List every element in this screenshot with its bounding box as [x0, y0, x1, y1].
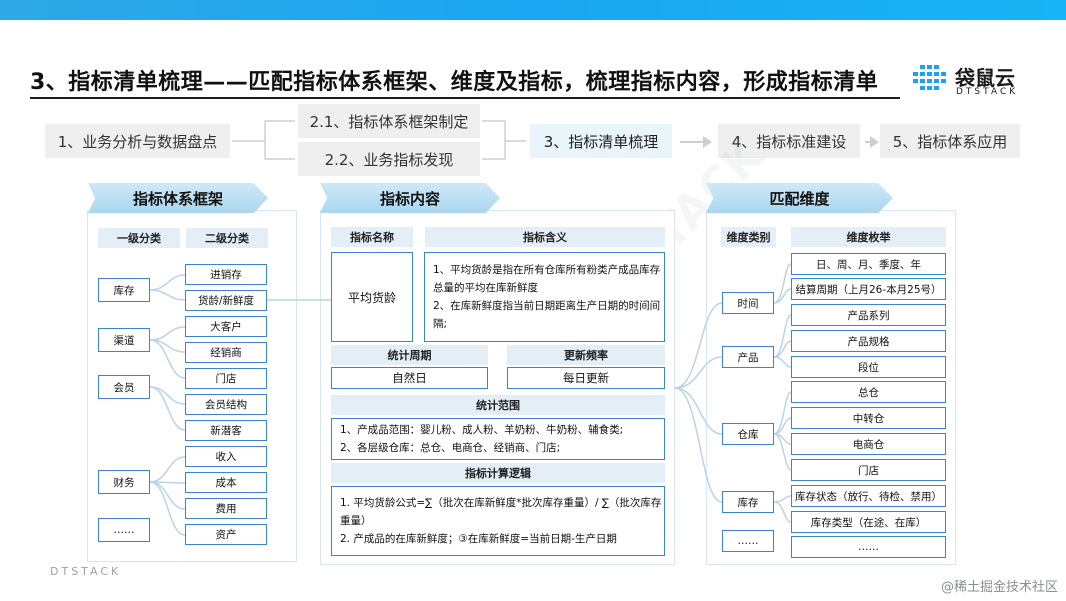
framework-level1-item: …… [98, 518, 150, 542]
dimension-value-item: 库存类型（在途、在库） [791, 511, 946, 533]
step-standard-building: 4、指标标准建设 [718, 124, 860, 158]
framework-level2-item: 货龄/新鲜度 [185, 290, 267, 311]
dimension-value-item: …… [791, 536, 946, 558]
dimension-value-item: 日、周、月、季度、年 [791, 253, 946, 275]
dimension-value-item: 库存状态（放行、待检、禁用） [791, 485, 946, 507]
dimension-category-item: 仓库 [722, 423, 774, 445]
scope-header: 统计范围 [331, 395, 665, 415]
framework-level1-item: 会员 [98, 375, 150, 399]
framework-level2-item: 新潜客 [185, 420, 267, 441]
dimension-value-item: 中转仓 [791, 407, 946, 429]
step-business-analysis: 1、业务分析与数据盘点 [45, 124, 230, 158]
step-system-application: 5、指标体系应用 [880, 124, 1020, 158]
page-title: 3、指标清单梳理——匹配指标体系框架、维度及指标，梳理指标内容，形成指标清单 [30, 70, 879, 95]
scope-line2: 2、各层级仓库：总仓、电商仓、经销商、门店; [340, 442, 561, 454]
indicator-meaning-line2: 2、在库新鲜度指当前日期距离生产日期的时间间隔; [433, 300, 661, 330]
dimension-value-item: 产品规格 [791, 330, 946, 352]
logic-line1: 1. 平均货龄公式=∑（批次在库新鲜度*批次库存重量）/ ∑（批次库存重量） [340, 497, 662, 527]
dimension-category-item: 库存 [722, 491, 774, 513]
footer-brand-watermark: DTSTACK [50, 565, 122, 578]
dimension-category-item: 产品 [722, 346, 774, 368]
top-accent-bar [0, 0, 1066, 20]
dimension-category-item: 时间 [722, 292, 774, 314]
framework-level1-header: 一级分类 [98, 228, 180, 248]
dimension-category-header: 维度类别 [721, 227, 776, 247]
indicator-name-header: 指标名称 [331, 227, 413, 247]
period-value: 自然日 [331, 367, 488, 389]
dimension-category-item: …… [722, 530, 774, 552]
dimension-value-item: 结算周期（上月26-本月25号） [791, 278, 946, 300]
logic-line2: 2. 产成品的在库新鲜度；③在库新鲜度=当前日期-生产日期 [340, 533, 617, 545]
dimension-value-item: 总仓 [791, 381, 946, 403]
framework-panel-head: 指标体系框架 [88, 183, 268, 213]
framework-level1-item: 渠道 [98, 328, 150, 352]
logo-mark-icon [913, 65, 946, 90]
scope-box: 1、产成品范围：婴儿粉、成人粉、羊奶粉、牛奶粉、辅食类; 2、各层级仓库：总仓、… [331, 418, 665, 460]
dimension-panel-head: 匹配维度 [706, 183, 893, 213]
logic-box: 1. 平均货龄公式=∑（批次在库新鲜度*批次库存重量）/ ∑（批次库存重量） 2… [331, 486, 665, 556]
framework-level2-item: 进销存 [185, 264, 267, 285]
framework-level2-item: 会员结构 [185, 394, 267, 415]
scope-line1: 1、产成品范围：婴儿粉、成人粉、羊奶粉、牛奶粉、辅食类; [340, 424, 624, 436]
logo-en-text: DTSTACK [956, 87, 1019, 97]
frequency-header: 更新频率 [507, 345, 665, 365]
dimension-value-item: 产品系列 [791, 304, 946, 326]
dimension-value-item: 段位 [791, 356, 946, 378]
dtstack-logo: 袋鼠云 DTSTACK [910, 62, 1040, 100]
arrow-3-to-4 [680, 136, 712, 148]
frequency-value: 每日更新 [507, 367, 665, 389]
framework-level2-item: 资产 [185, 524, 267, 545]
framework-level2-item: 经销商 [185, 342, 267, 363]
framework-level2-item: 大客户 [185, 316, 267, 337]
dimension-values-header: 维度枚举 [791, 227, 946, 247]
framework-level1-item: 财务 [98, 470, 150, 494]
indicator-meaning-line1: 1、平均货龄是指在所有仓库所有粉类产成品库存总量的平均在库新鲜度 [433, 264, 661, 294]
title-underline [30, 97, 900, 99]
source-credit: @稀土掘金技术社区 [940, 580, 1058, 595]
period-header: 统计周期 [331, 345, 488, 365]
indicator-meaning-header: 指标含义 [425, 227, 665, 247]
dimension-value-item: 门店 [791, 459, 946, 481]
step-framework-design: 2.1、指标体系框架制定 [298, 104, 480, 138]
content-panel-head: 指标内容 [320, 183, 500, 213]
indicator-meaning-box: 1、平均货龄是指在所有仓库所有粉类产成品库存总量的平均在库新鲜度 2、在库新鲜度… [424, 252, 665, 342]
framework-level2-item: 收入 [185, 446, 267, 467]
framework-level1-item: 库存 [98, 278, 150, 302]
framework-level2-header: 二级分类 [186, 228, 268, 248]
framework-level2-item: 费用 [185, 498, 267, 519]
step-indicator-discovery: 2.2、业务指标发现 [298, 142, 480, 176]
dimension-value-item: 电商仓 [791, 433, 946, 455]
framework-level2-item: 门店 [185, 368, 267, 389]
logo-cn-text: 袋鼠云 [955, 66, 1015, 90]
indicator-name-value: 平均货龄 [331, 252, 413, 342]
logic-header: 指标计算逻辑 [331, 463, 665, 483]
step-indicator-list: 3、指标清单梳理 [530, 124, 672, 158]
framework-level2-item: 成本 [185, 472, 267, 493]
arrow-4-to-5 [865, 136, 879, 148]
